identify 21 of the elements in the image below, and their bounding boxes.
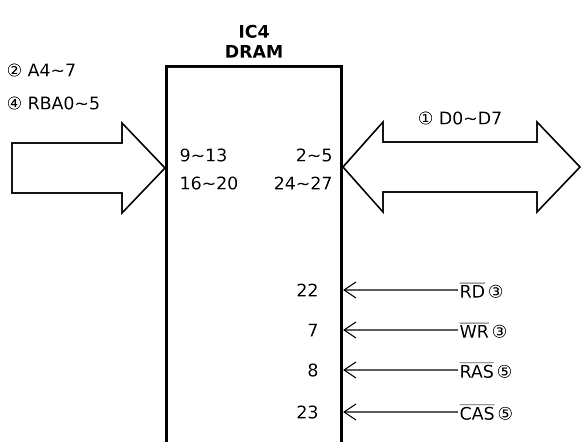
bus-arrow	[11, 120, 166, 216]
signal-label: WR ③	[459, 322, 506, 338]
arrow	[342, 404, 458, 420]
pin-number: 9~13	[180, 148, 226, 162]
signal-label: ④ RBA0~5	[8, 96, 98, 110]
pin-number: 23	[298, 405, 318, 419]
signal-label: ② A4~7	[8, 64, 75, 76]
signal-label: RD ③	[459, 282, 502, 298]
signal-label: RAS ⑤	[459, 362, 511, 378]
arrow	[342, 362, 458, 378]
pin-number: 2~5	[297, 148, 331, 162]
arrow	[342, 282, 458, 298]
pin-number: 22	[298, 284, 317, 296]
pin-number: 8	[308, 363, 318, 377]
edge-label: ① D0~D7	[416, 110, 504, 126]
arrow	[342, 322, 458, 338]
pin-number: 24~27	[275, 176, 331, 190]
pin-number: 16~20	[182, 176, 238, 190]
pin-number: 7	[308, 324, 317, 336]
node-label: IC4 DRAM	[226, 24, 282, 58]
signal-label: CAS ⑤	[459, 404, 512, 420]
